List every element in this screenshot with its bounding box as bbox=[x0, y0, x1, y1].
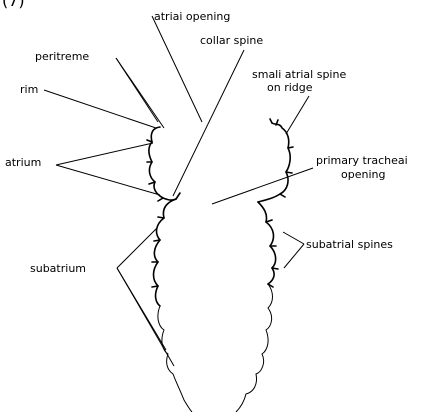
label-on-ridge: on ridge bbox=[267, 81, 313, 94]
label-atrial-opening: atriai opening bbox=[154, 10, 230, 23]
label-opening: opening bbox=[341, 168, 385, 181]
label-peritreme: peritreme bbox=[35, 50, 89, 63]
label-atrium: atrium bbox=[5, 156, 41, 169]
label-rim: rim bbox=[20, 83, 38, 96]
label-subatrium: subatrium bbox=[30, 262, 86, 275]
label-subatrial-spines: subatrial spines bbox=[306, 238, 393, 251]
label-collar-spine: collar spine bbox=[200, 34, 263, 47]
label-small-atrial-spine: smali atrial spine bbox=[252, 68, 346, 81]
spiracle-outline bbox=[147, 119, 293, 412]
label-primary-tracheal-opening: primary tracheai bbox=[316, 154, 408, 167]
panel-label: (7) bbox=[2, 0, 25, 10]
